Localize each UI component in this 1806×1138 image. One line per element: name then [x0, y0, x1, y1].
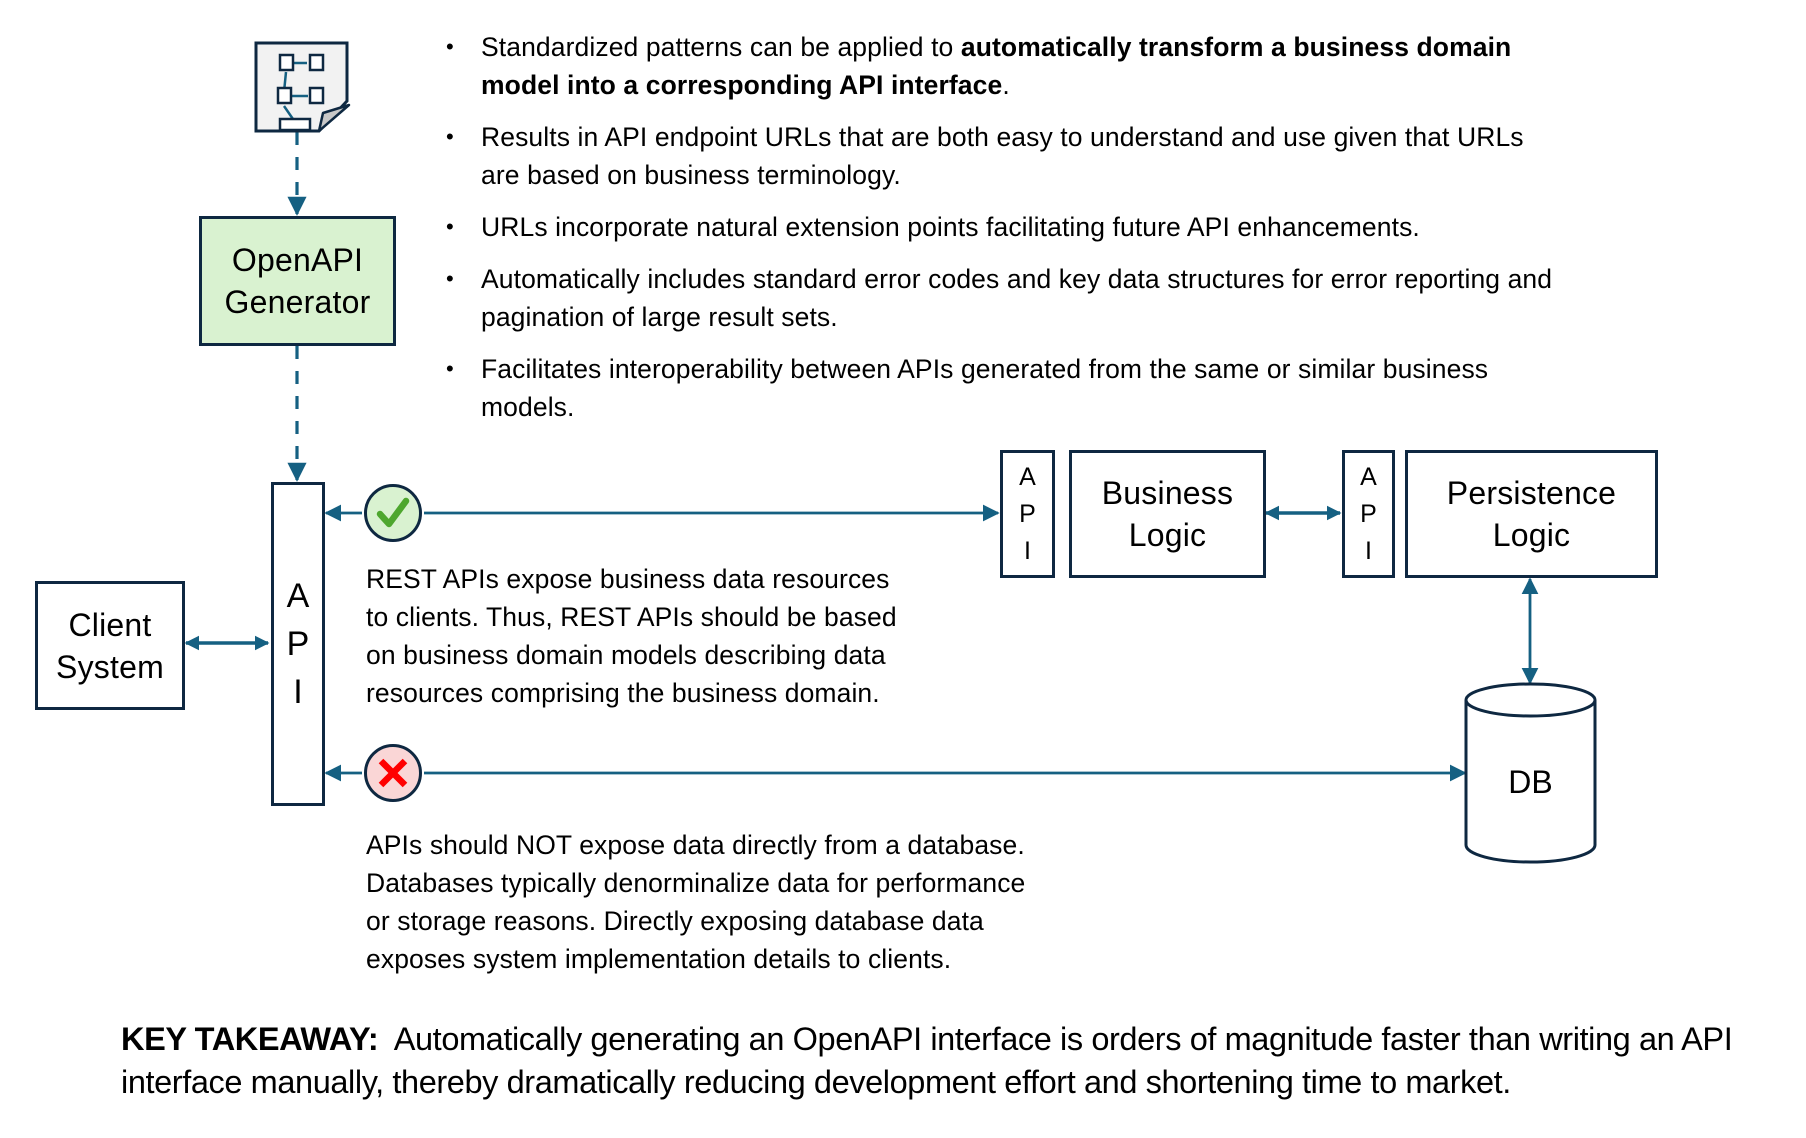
domain-model-document-icon: [254, 41, 351, 133]
api-letter: A: [1019, 462, 1036, 491]
openapi-generator-box: OpenAPI Generator: [199, 216, 396, 346]
api-letter: P: [1360, 499, 1377, 528]
api-letter: A: [1360, 462, 1377, 491]
good-path-note: REST APIs expose business data resources…: [366, 564, 897, 708]
client-system-label: Client System: [56, 606, 164, 685]
api-letter: I: [293, 673, 303, 711]
rejected-path-badge: [364, 744, 422, 802]
persistence-api-box: A P I: [1342, 450, 1395, 578]
benefit-item: •Results in API endpoint URLs that are b…: [446, 122, 1524, 190]
database-label: DB: [1508, 764, 1553, 800]
benefits-list: •Standardized patterns can be applied to…: [446, 28, 1586, 440]
business-api-box: A P I: [1000, 450, 1055, 578]
business-logic-label: Business Logic: [1101, 475, 1234, 553]
openapi-generator-label: OpenAPI Generator: [224, 242, 371, 320]
business-logic-box: Business Logic: [1069, 450, 1266, 578]
benefit-item: •Facilitates interoperability between AP…: [446, 354, 1489, 422]
approved-path-badge: [364, 484, 422, 542]
checkmark-icon: [376, 497, 410, 528]
persistence-logic-label: Persistence Logic: [1446, 475, 1617, 553]
api-letter: I: [1365, 536, 1372, 565]
api-letter: I: [1024, 536, 1031, 565]
persistence-logic-box: Persistence Logic: [1405, 450, 1658, 578]
benefit-item: •Standardized patterns can be applied to…: [446, 32, 1512, 100]
key-takeaway-label: KEY TAKEAWAY:: [121, 1021, 379, 1057]
client-system-box: Client System: [35, 581, 185, 710]
key-takeaway: KEY TAKEAWAY: Automatically generating a…: [121, 1018, 1801, 1104]
benefit-item: •URLs incorporate natural extension poin…: [446, 212, 1420, 242]
key-takeaway-text: Automatically generating an OpenAPI inte…: [121, 1021, 1741, 1100]
x-mark-icon: [378, 758, 408, 788]
benefit-item: •Automatically includes standard error c…: [446, 264, 1553, 332]
api-letter: P: [1019, 499, 1036, 528]
api-letter: A: [286, 577, 310, 615]
bad-path-note: APIs should NOT expose data directly fro…: [366, 830, 1026, 974]
api-letter: P: [286, 625, 310, 663]
main-api-bar: A P I: [271, 482, 325, 806]
